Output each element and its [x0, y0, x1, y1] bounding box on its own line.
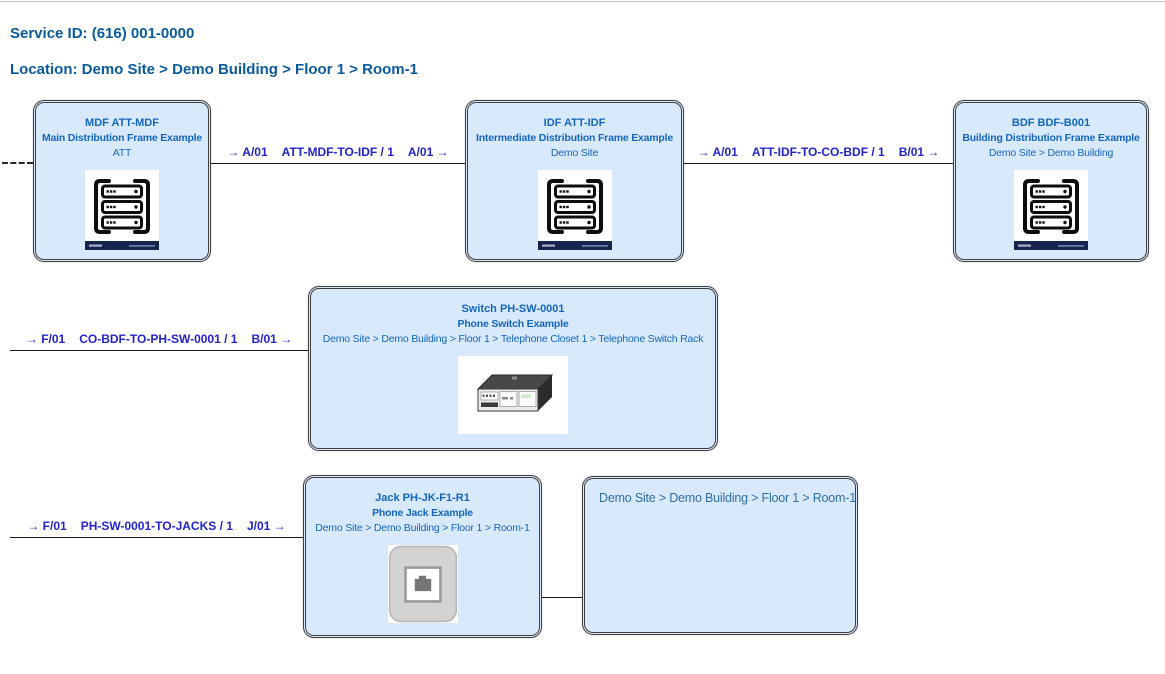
cable-link[interactable]: ATT-MDF-TO-IDF / 1 [281, 145, 394, 159]
cable-link[interactable]: CO-BDF-TO-PH-SW-0001 / 1 [79, 332, 238, 346]
connection-label-idf-bdf: → A/01 ATT-IDF-TO-CO-BDF / 1 B/01 → [684, 145, 953, 161]
switch-icon [458, 356, 568, 434]
from-port-label: → A/01 [697, 145, 738, 159]
connection-label-mdf-idf: → A/01 ATT-MDF-TO-IDF / 1 A/01 → [211, 145, 465, 161]
node-title: Switch PH-SW-0001 [461, 303, 565, 315]
to-port-label: B/01 → [251, 332, 293, 346]
rack-icon [85, 170, 159, 250]
node-subtitle: Main Distribution Frame Example [41, 132, 203, 144]
node-room[interactable]: Demo Site > Demo Building > Floor 1 > Ro… [582, 476, 858, 635]
location-heading: Location: Demo Site > Demo Building > Fl… [10, 61, 418, 78]
from-port-label: → F/01 [25, 332, 66, 346]
to-port-label: B/01 → [898, 145, 940, 159]
node-bdf[interactable]: BDF BDF-B001 Building Distribution Frame… [953, 100, 1149, 262]
node-title: IDF ATT-IDF [543, 117, 606, 129]
to-port-label: A/01 → [407, 145, 449, 159]
node-title: BDF BDF-B001 [1011, 117, 1091, 129]
cable-link[interactable]: PH-SW-0001-TO-JACKS / 1 [80, 519, 233, 533]
node-location: ATT [112, 147, 132, 159]
node-location: Demo Site > Demo Building [988, 147, 1114, 159]
connection-line-idf-bdf [684, 163, 953, 164]
connection-line-bdf-switch [10, 350, 308, 351]
node-subtitle: Building Distribution Frame Example [962, 132, 1140, 144]
node-title: Jack PH-JK-F1-R1 [375, 492, 470, 504]
from-port-label: → F/01 [27, 519, 67, 533]
connection-line-mdf-idf [211, 163, 465, 164]
node-location: Demo Site [550, 147, 599, 159]
connection-label-switch-jack: → F/01 PH-SW-0001-TO-JACKS / 1 J/01 → [10, 519, 303, 535]
node-subtitle: Phone Switch Example [457, 318, 569, 330]
from-port-label: → A/01 [227, 145, 268, 159]
service-id-heading: Service ID: (616) 001-0000 [10, 25, 195, 42]
top-divider [0, 1, 1165, 2]
node-mdf[interactable]: MDF ATT-MDF Main Distribution Frame Exam… [33, 100, 211, 262]
node-subtitle: Phone Jack Example [372, 507, 473, 519]
node-title: MDF ATT-MDF [85, 117, 159, 129]
connection-line-jack-room [542, 597, 582, 598]
connection-label-bdf-switch: → F/01 CO-BDF-TO-PH-SW-0001 / 1 B/01 → [10, 332, 308, 348]
node-location: Demo Site > Demo Building > Floor 1 > Te… [322, 333, 704, 345]
cable-link[interactable]: ATT-IDF-TO-CO-BDF / 1 [751, 145, 885, 159]
room-location-text: Demo Site > Demo Building > Floor 1 > Ro… [599, 491, 856, 505]
connection-line-switch-jack [10, 537, 303, 538]
node-jack[interactable]: Jack PH-JK-F1-R1 Phone Jack Example Demo… [303, 475, 542, 638]
upstream-dashed-line [2, 162, 33, 164]
node-idf[interactable]: IDF ATT-IDF Intermediate Distribution Fr… [465, 100, 684, 262]
rack-icon [1014, 170, 1088, 250]
node-location: Demo Site > Demo Building > Floor 1 > Ro… [315, 522, 530, 534]
node-subtitle: Intermediate Distribution Frame Example [475, 132, 673, 144]
to-port-label: J/01 → [246, 519, 286, 533]
node-switch[interactable]: Switch PH-SW-0001 Phone Switch Example D… [308, 286, 718, 451]
jack-icon [387, 545, 458, 623]
rack-icon [537, 170, 612, 250]
